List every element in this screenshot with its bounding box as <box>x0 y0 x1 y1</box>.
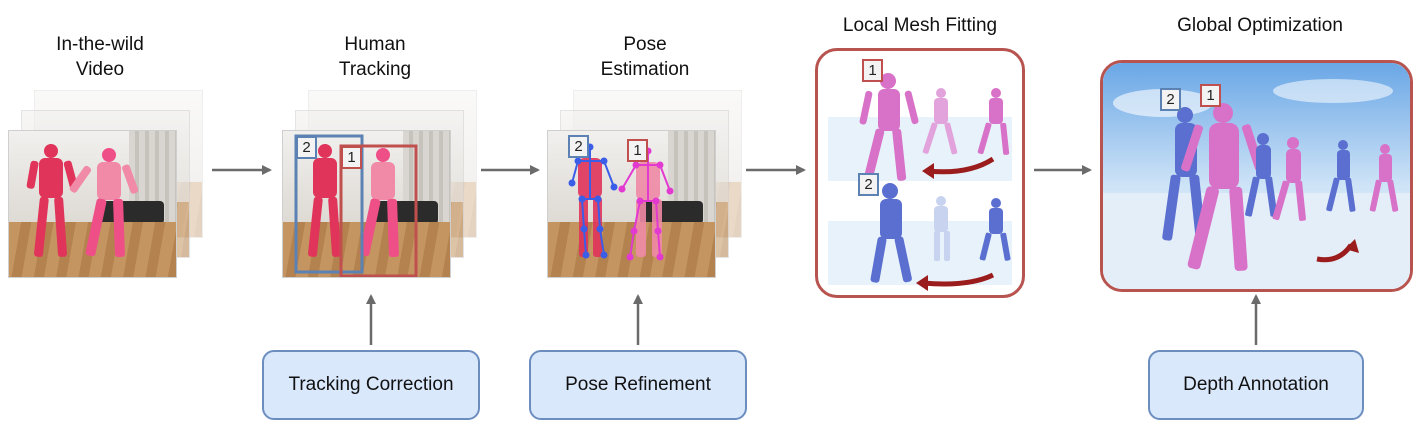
stage-title-video: In-the-wild Video <box>56 34 144 80</box>
dancers-image <box>26 144 139 258</box>
tracked-dancers-image <box>294 134 418 277</box>
id-badge-2: 2 <box>296 136 317 159</box>
skeleton-2 <box>568 143 618 259</box>
id-badge-1: 1 <box>341 146 362 169</box>
stage-title-pose: Pose Estimation <box>600 34 690 80</box>
mesh-id-badge-2: 2 <box>858 173 879 196</box>
mesh-id-badge-1: 1 <box>862 59 883 82</box>
video-frame-front <box>8 130 177 278</box>
depth-annotation-box: Depth Annotation <box>1148 350 1364 420</box>
global-optimization-panel: 2 1 <box>1100 60 1413 292</box>
global-id-badge-1: 1 <box>1200 84 1221 107</box>
stage-title-tracking: Human Tracking <box>338 34 412 80</box>
pose-frame-front: 2 1 <box>547 130 716 278</box>
tracking-correction-box: Tracking Correction <box>262 350 480 420</box>
pose-refinement-box: Pose Refinement <box>529 350 747 420</box>
pose-skeletons-image <box>568 143 674 261</box>
stage-title-mesh-fitting: Local Mesh Fitting <box>842 15 998 36</box>
pose-id-badge-1: 1 <box>627 139 648 162</box>
skeleton-1 <box>618 147 674 261</box>
mesh-fitting-image <box>828 73 1012 291</box>
track-box-1 <box>339 144 418 277</box>
global-optimization-image <box>1103 63 1410 289</box>
global-id-badge-2: 2 <box>1160 88 1181 111</box>
stage-title-global-optimization: Global Optimization <box>1177 15 1343 36</box>
tracking-frame-front: 2 1 <box>282 130 451 278</box>
pose-id-badge-2: 2 <box>568 135 589 158</box>
local-mesh-fitting-panel: 1 2 <box>815 48 1025 298</box>
track-box-2 <box>294 134 364 274</box>
